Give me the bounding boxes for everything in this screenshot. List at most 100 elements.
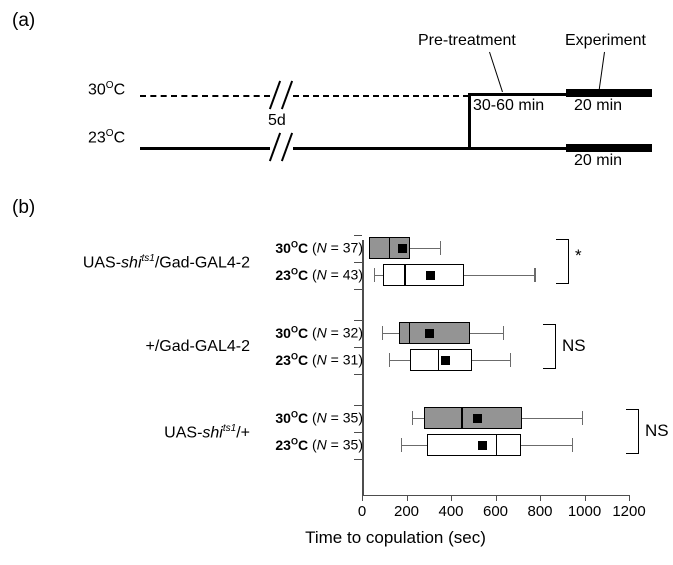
boxplot-mean-marker [425,328,435,338]
temp-23-degree: O [105,128,114,139]
temperature-label-30c: 30OC [88,80,125,99]
genotype-prefix: UAS- [164,423,203,441]
condition-n-count: (N = 35) [308,436,363,453]
y-tick [354,431,362,433]
genotype-label: UAS-shits1/Gad-GAL4-2 [83,253,250,272]
condition-temperature: 30OC [275,239,309,256]
genotype-superscript: ts1 [141,252,155,264]
y-tick [354,319,362,321]
timeline-temperature-shift-riser [468,93,471,150]
experiment-duration-label-30c: 20 min [574,97,623,114]
x-tick-label: 600 [482,503,509,520]
condition-n-count: (N = 35) [308,409,363,426]
whisker-cap [382,326,384,340]
axis-break-icon-30c [268,80,296,112]
boxplot-median-line [408,322,411,344]
condition-temperature: 23OC [275,266,309,283]
condition-n-count: (N = 31) [308,351,363,368]
condition-temperature: 23OC [275,351,309,368]
experiment-duration-label-23c: 20 min [574,152,623,169]
genotype-italic-part: shi [121,253,142,271]
condition-label: 23OC (N = 31) [275,351,363,368]
condition-label: 30OC (N = 32) [275,324,363,341]
temperature-label-23c: 23OC [88,128,125,147]
condition-label: 23OC (N = 35) [275,436,363,453]
significance-label: NS [562,335,586,355]
condition-n-count: (N = 32) [308,324,363,341]
condition-n-count: (N = 37) [308,239,363,256]
experiment-callout-label: Experiment [565,32,646,49]
timeline-30c-pretreatment-segment [468,93,566,96]
boxplot-median-line [461,407,463,429]
pretreatment-duration-label: 30-60 min [473,97,545,114]
x-tick [584,495,586,501]
boxplot-mean-marker [477,440,487,450]
timeline-23c-experiment-bar [566,144,652,152]
genotype-label: UAS-shits1/+ [164,423,250,442]
x-tick-label: 1000 [567,503,602,520]
x-tick-label: 200 [393,503,420,520]
genotype-italic-part: shi [202,423,223,441]
x-tick [362,495,363,501]
y-tick [354,346,362,348]
axis-break-icon-23c [268,132,296,164]
condition-label: 23OC (N = 43) [275,266,363,283]
boxplot-mean-marker [397,243,407,253]
pretreatment-callout-label: Pre-treatment [418,32,516,49]
panel-a-letter: (a) [12,10,36,31]
temp-30-unit: C [113,81,126,99]
boxplot-median-line [388,237,391,259]
boxplot-mean-marker [473,413,483,423]
temp-23-unit: C [113,129,126,147]
y-tick [354,458,362,460]
temp-30-value: 30 [88,81,106,99]
timeline-23c-solid-left [140,147,270,150]
whisker-cap [534,268,536,282]
y-tick [354,373,362,375]
significance-label: NS [645,420,669,440]
boxplot-box [426,434,522,456]
condition-n-count: (N = 43) [308,266,363,283]
whisker-cap [388,353,390,367]
boxplot-median-line [495,434,497,456]
temp-30-degree: O [105,80,114,91]
significance-bracket [626,409,639,454]
whisker-cap [412,411,414,425]
y-tick [354,234,362,236]
significance-label: * [575,245,582,265]
genotype-suffix: /Gad-GAL4-2 [154,253,250,271]
x-tick-label: 1200 [612,503,646,520]
condition-temperature: 23OC [275,436,309,453]
boxplot-mean-marker [426,270,436,280]
y-tick [354,404,362,406]
x-tick-label: 800 [527,503,553,520]
x-tick [406,495,408,501]
genotype-label: +/Gad-GAL4-2 [146,338,251,356]
whisker-cap [503,326,505,340]
pretreatment-leader-line [489,51,503,93]
whisker-cap [572,438,574,452]
timeline-30c-experiment-bar [566,89,652,97]
panel-b-letter: (b) [12,197,36,218]
condition-temperature: 30OC [275,324,309,341]
boxplot-median-line [404,264,406,286]
x-tick [629,495,630,501]
temp-23-value: 23 [88,129,106,147]
condition-label: 30OC (N = 37) [275,239,363,256]
timeline-30c-dashed-left [140,95,270,97]
x-tick [495,495,497,501]
whisker-cap [400,438,403,452]
whisker-cap [374,268,376,282]
x-tick-label: 0 [357,503,367,520]
significance-bracket [556,239,569,284]
rearing-duration-label: 5d [268,112,286,129]
x-tick-label: 400 [438,503,464,520]
panel-a: (a) 30OC 23OC 5d Pre-treatment Experimen… [0,0,673,190]
x-tick [451,495,452,501]
whisker-cap [582,411,584,425]
y-tick [354,288,362,290]
boxplot-mean-marker [440,355,450,365]
significance-bracket [543,324,556,369]
genotype-superscript: ts1 [222,422,237,434]
